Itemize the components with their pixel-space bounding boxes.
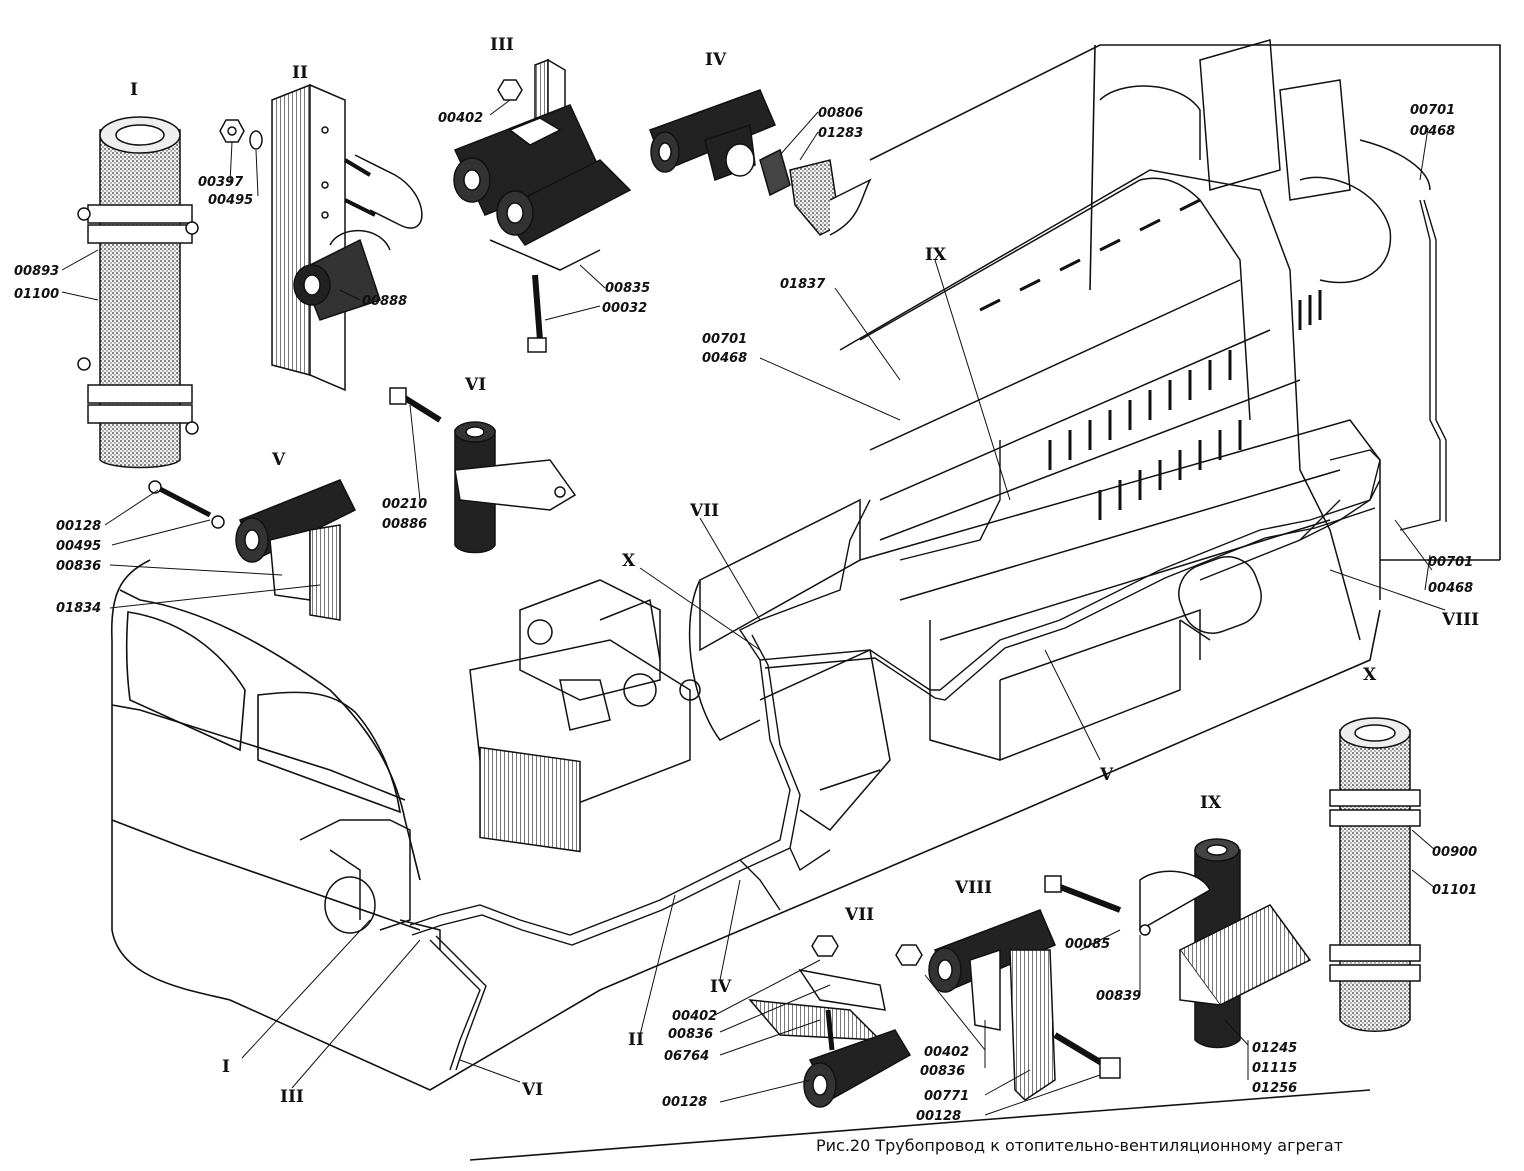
roman-marker-ix: IX <box>925 245 947 265</box>
part-label: 00402 <box>438 111 483 126</box>
detail-viii-clamp-bracket <box>895 909 1121 1101</box>
part-label: 00836 <box>668 1027 713 1042</box>
leader-lines <box>61 99 1446 1116</box>
part-label: 00402 <box>924 1045 969 1060</box>
part-label: 00210 <box>382 497 427 512</box>
roman-marker-v: V <box>1099 765 1114 785</box>
part-label: 00836 <box>56 559 101 574</box>
part-label: 01101 <box>1432 883 1477 898</box>
detail-x-hose-clamp <box>1329 717 1421 1032</box>
part-label: 00085 <box>1065 937 1110 952</box>
engine-cooling-fins <box>979 198 1322 520</box>
roman-label-detail-i: I <box>130 80 138 100</box>
part-label: 01256 <box>1252 1081 1297 1096</box>
part-label: 00806 <box>818 106 863 121</box>
part-label: 00771 <box>924 1089 969 1104</box>
part-labels: 00893 01100 00397 00495 00888 00402 0083… <box>14 103 1477 1124</box>
roman-marker-vii: VII <box>689 501 719 521</box>
roman-marker-iii: III <box>280 1087 304 1107</box>
part-label: 01834 <box>56 601 101 616</box>
detail-vii-clamp <box>748 935 912 1108</box>
part-label: 00402 <box>672 1009 717 1024</box>
part-label: 00900 <box>1432 845 1477 860</box>
part-label: 00468 <box>702 351 747 366</box>
part-label: 00836 <box>920 1064 965 1079</box>
part-label: 00886 <box>382 517 427 532</box>
roman-label-detail-iii: III <box>490 35 514 55</box>
roman-marker-x: X <box>622 551 636 571</box>
figure-caption: Рис.20 Трубопровод к отопительно-вентиля… <box>816 1136 1344 1155</box>
part-label: 06764 <box>664 1049 709 1064</box>
part-label: 00032 <box>602 301 647 316</box>
part-label: 01283 <box>818 126 863 141</box>
roman-label-detail-x: X <box>1363 665 1377 685</box>
pipeline <box>409 199 1447 1071</box>
roman-label-detail-viii: VIII <box>954 878 992 898</box>
heater-unit <box>469 579 701 853</box>
part-label: 00468 <box>1410 124 1455 139</box>
roman-marker-viii: VIII <box>1441 610 1479 630</box>
part-label: 00128 <box>662 1095 707 1110</box>
part-label: 00397 <box>198 175 244 190</box>
part-label: 00701 <box>702 332 747 347</box>
detail-iv-tee <box>649 89 872 236</box>
detail-i-hose-clamp <box>77 116 263 469</box>
roman-label-detail-vi: VI <box>464 375 486 395</box>
part-label: 00468 <box>1428 581 1473 596</box>
roman-marker-iv: IV <box>710 977 732 997</box>
part-label: 01100 <box>14 287 59 302</box>
roman-marker-i: I <box>222 1057 230 1077</box>
part-label: 00701 <box>1410 103 1455 118</box>
part-label: 01837 <box>780 277 826 292</box>
roman-label-detail-ii: II <box>292 63 308 83</box>
part-label: 00839 <box>1096 989 1141 1004</box>
detail-iii-double-clamp <box>453 58 632 353</box>
part-label: 00495 <box>56 539 101 554</box>
detail-ix-angle-bracket <box>1044 838 1312 1049</box>
roman-marker-vi: VI <box>521 1080 543 1100</box>
roman-label-detail-ix: IX <box>1200 793 1222 813</box>
part-label: 01115 <box>1252 1061 1297 1076</box>
roman-label-detail-v: V <box>271 450 286 470</box>
detail-ii-bracket <box>271 83 423 392</box>
part-label: 01245 <box>1252 1041 1297 1056</box>
cab-components <box>299 819 441 950</box>
part-label: 00835 <box>605 281 650 296</box>
part-label: 00893 <box>14 264 59 279</box>
roman-marker-ii: II <box>628 1030 644 1050</box>
roman-label-detail-vii: VII <box>844 905 874 925</box>
roman-labels: I II III IV V VI VII VIII IX X I II III … <box>130 35 1479 1107</box>
roman-label-detail-iv: IV <box>705 50 727 70</box>
detail-v-clamp-bracket <box>148 479 357 621</box>
engine-block <box>688 39 1431 831</box>
part-label: 00888 <box>362 294 407 309</box>
part-label: 00128 <box>56 519 101 534</box>
part-label: 00701 <box>1428 555 1473 570</box>
part-label: 00495 <box>208 193 253 208</box>
bus-body <box>110 44 1501 1161</box>
part-label: 00128 <box>916 1109 961 1124</box>
detail-vi-clamp <box>389 387 577 554</box>
